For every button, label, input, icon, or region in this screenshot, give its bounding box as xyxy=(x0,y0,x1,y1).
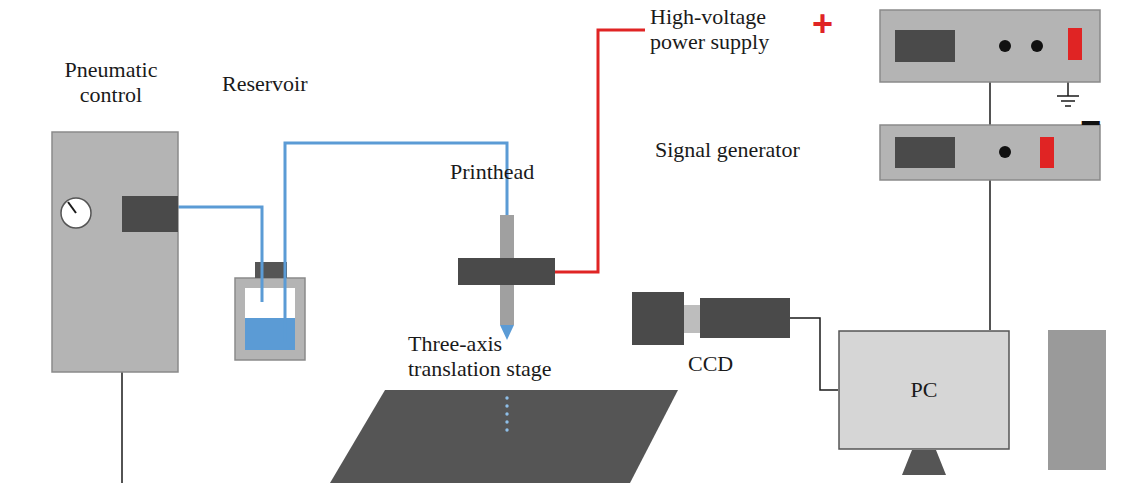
camera-cable xyxy=(790,318,838,390)
pc-monitor: PC xyxy=(838,330,1010,475)
camera-back xyxy=(632,292,684,345)
gauge-needle xyxy=(68,202,76,213)
ground-wire xyxy=(1067,82,1069,96)
node-label: Printhead xyxy=(450,160,570,185)
ground-symbol xyxy=(1065,105,1071,107)
pneumatic-supply-line xyxy=(121,372,123,483)
supply-switch xyxy=(1068,28,1082,60)
node-label: Reservoir xyxy=(222,72,332,97)
camera-neck xyxy=(684,305,700,333)
label-holder: Pneumatic control xyxy=(46,58,176,107)
node-label: CCD xyxy=(688,352,758,377)
reservoir-bottle-shape xyxy=(235,262,305,360)
droplet xyxy=(505,420,508,423)
ink-tube-inside xyxy=(284,262,287,342)
supply-display xyxy=(895,30,955,62)
label-holder: CCD xyxy=(688,352,758,377)
label-holder: Reservoir xyxy=(222,72,332,97)
signal-cable xyxy=(989,82,991,125)
negative-terminal: − xyxy=(1080,103,1101,143)
node-label: Three-axis translation stage xyxy=(408,332,583,381)
node-label: PC xyxy=(911,378,938,403)
nozzle-holder xyxy=(458,258,555,285)
high-voltage-wire xyxy=(555,30,645,272)
node-label: Signal generator xyxy=(655,138,855,163)
ink-liquid xyxy=(245,318,295,350)
positive-terminal: + xyxy=(812,4,833,44)
nozzle-tip xyxy=(500,325,514,340)
label-holder: High-voltage power supply xyxy=(650,5,805,54)
node-label: Pneumatic control xyxy=(46,58,176,107)
pneumatic-controller-shape xyxy=(52,132,178,372)
stage-plate xyxy=(330,390,678,483)
supply-knob xyxy=(1031,40,1043,52)
air-tube xyxy=(178,207,262,262)
ground-symbol xyxy=(1061,100,1075,102)
monitor-stand xyxy=(902,450,946,475)
monitor-screen xyxy=(839,331,1009,449)
pneumatic-controller: Pneumatic control xyxy=(52,132,178,372)
generator-display xyxy=(895,137,955,168)
bottle-body xyxy=(235,278,305,360)
translation-stage-shape xyxy=(330,390,678,483)
label-holder: + xyxy=(812,4,833,44)
label-holder: − xyxy=(1080,103,1101,143)
droplet xyxy=(505,404,508,407)
droplet xyxy=(505,396,508,399)
ground-symbol xyxy=(1057,95,1079,97)
label-holder: PC xyxy=(838,330,1010,450)
generator-housing xyxy=(880,125,1100,180)
controller-housing xyxy=(52,132,178,372)
camera-lens xyxy=(700,298,790,338)
control-cable xyxy=(989,180,991,330)
supply-knob xyxy=(999,40,1011,52)
node-label: High-voltage power supply xyxy=(650,5,805,54)
printhead-shape xyxy=(458,215,555,340)
generator-switch xyxy=(1040,137,1054,168)
label-holder: Signal generator xyxy=(655,138,855,163)
label-holder: Printhead xyxy=(450,160,570,185)
ccd-camera: CCD xyxy=(632,292,790,345)
signal-generator: Signal generator xyxy=(650,125,1100,180)
bottle-cap xyxy=(255,262,287,278)
translation-stage: Three-axis translation stage xyxy=(330,390,678,483)
printhead: Printhead xyxy=(458,215,555,340)
air-tube-inside xyxy=(261,262,264,302)
bottle-inside xyxy=(245,288,295,350)
supply-housing xyxy=(880,10,1100,82)
controller-display xyxy=(122,196,178,232)
pc-monitor-shape xyxy=(838,330,1010,475)
ccd-camera-shape xyxy=(632,292,790,345)
high-voltage-supply: High-voltage power supply xyxy=(645,8,1100,82)
droplet xyxy=(505,412,508,415)
pc-tower xyxy=(1048,330,1106,470)
pressure-gauge xyxy=(61,198,91,228)
label-holder: Three-axis translation stage xyxy=(408,332,583,381)
generator-knob xyxy=(999,146,1011,158)
reservoir-bottle: Reservoir xyxy=(235,262,305,360)
droplet xyxy=(505,428,508,431)
